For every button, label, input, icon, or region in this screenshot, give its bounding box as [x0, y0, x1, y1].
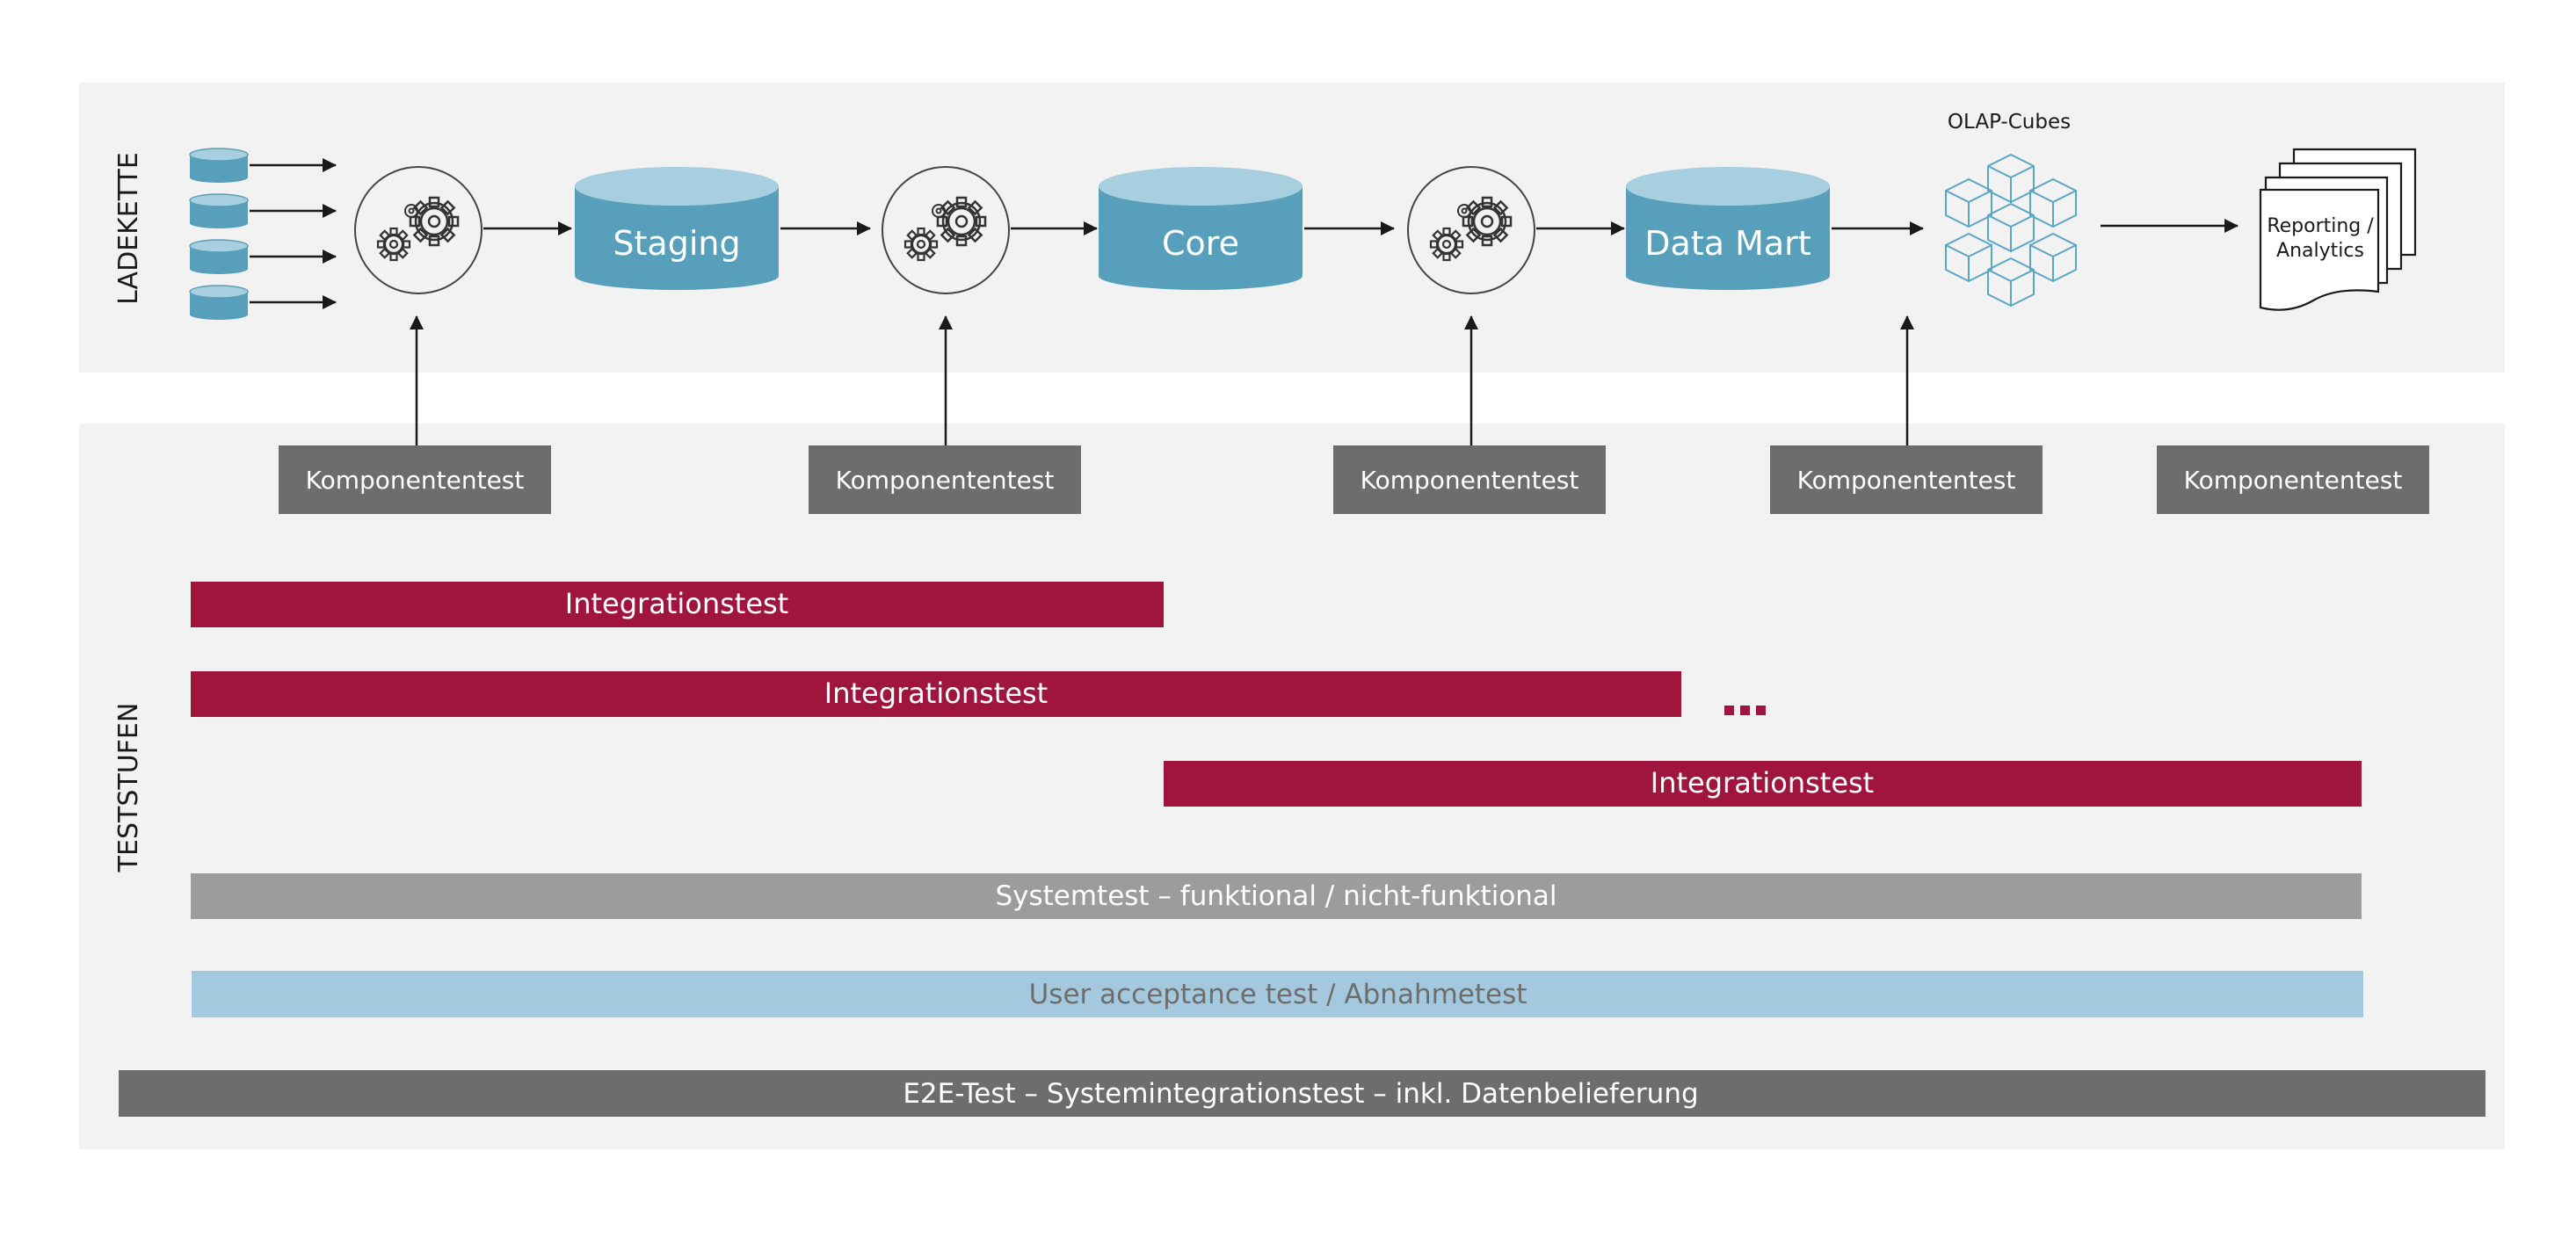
integration-test-label: Integrationstest: [824, 677, 1048, 710]
component-test-label: Komponententest: [2184, 466, 2403, 495]
component-test-4: Komponententest: [1770, 445, 2043, 514]
core-database: Core: [1099, 167, 1303, 290]
report-label-line2: Analytics: [2276, 240, 2364, 262]
integration-test-bar-1: Integrationstest: [191, 582, 1164, 627]
source-db-icon: [189, 193, 249, 229]
e2e-label: E2E-Test – Systemintegrationstest – inkl…: [903, 1078, 1698, 1110]
component-test-1: Komponententest: [279, 445, 551, 514]
component-test-label: Komponententest: [836, 466, 1055, 495]
source-databases: [189, 148, 337, 321]
datamart-label: Data Mart: [1644, 224, 1810, 263]
system-test-label: Systemtest – funktional / nicht-funktion…: [995, 880, 1556, 912]
datamart-database: Data Mart: [1626, 167, 1830, 290]
ellipsis-indicator: [1724, 706, 1766, 715]
integration-test-bar-3: Integrationstest: [1164, 761, 2362, 807]
source-db-icon: [189, 148, 249, 184]
core-label: Core: [1162, 224, 1239, 263]
staging-label: Staging: [613, 224, 740, 263]
olap-label: OLAP-Cubes: [1948, 111, 2071, 134]
component-test-label: Komponententest: [1361, 466, 1579, 495]
e2e-bar: E2E-Test – Systemintegrationstest – inkl…: [119, 1070, 2485, 1117]
integration-test-bar-2: Integrationstest: [191, 671, 1681, 717]
component-test-label: Komponententest: [1797, 466, 2016, 495]
source-db-icon: [189, 285, 249, 321]
uat-label: User acceptance test / Abnahmetest: [1029, 979, 1527, 1010]
staging-database: Staging: [575, 167, 779, 290]
uat-bar: User acceptance test / Abnahmetest: [192, 971, 2363, 1017]
component-test-2: Komponententest: [809, 445, 1081, 514]
report-documents-icon: [2259, 148, 2417, 311]
system-test-bar: Systemtest – funktional / nicht-funktion…: [191, 873, 2362, 919]
ladekette-label: LADEKETTE: [113, 152, 144, 305]
integration-test-label: Integrationstest: [565, 587, 788, 620]
source-db-icon: [189, 239, 249, 275]
teststufen-label: TESTSTUFEN: [113, 703, 144, 873]
component-test-3: Komponententest: [1333, 445, 1606, 514]
component-test-label: Komponententest: [306, 466, 525, 495]
integration-test-label: Integrationstest: [1651, 766, 1874, 800]
component-test-5: Komponententest: [2157, 445, 2429, 514]
report-label-line1: Reporting /: [2267, 215, 2374, 237]
